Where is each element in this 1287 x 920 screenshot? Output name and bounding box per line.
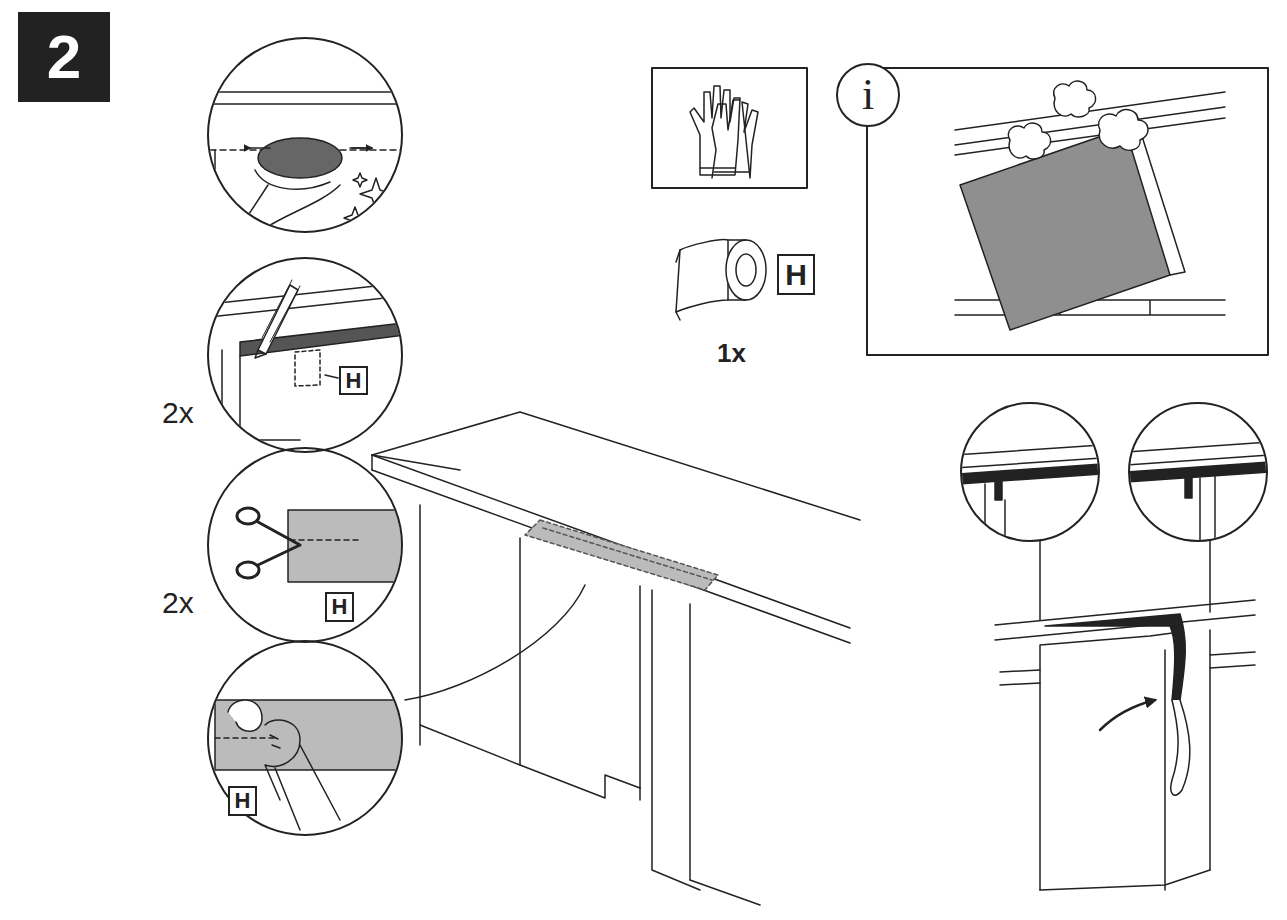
info-symbol: i (836, 63, 900, 127)
tape-application (955, 403, 1270, 890)
peel-detail (208, 641, 415, 835)
part-letter: H (339, 366, 368, 395)
mark-detail (200, 258, 412, 452)
countertop-scene (372, 412, 860, 905)
step-number: 2 (18, 12, 110, 102)
quantity-label: 2x (162, 588, 194, 618)
node-text: i (862, 73, 874, 117)
node-text: H (332, 596, 348, 618)
clean-detail (200, 38, 410, 240)
info-panel (867, 68, 1268, 355)
node-text: H (235, 790, 251, 812)
cut-detail (208, 448, 413, 642)
gloves-icon (652, 68, 807, 188)
node-text: 2 (47, 26, 81, 88)
tape-roll-icon (676, 240, 766, 320)
part-letter: H (228, 786, 257, 816)
node-text: H (346, 370, 362, 392)
quantity-label: 1x (717, 340, 746, 366)
quantity-label: 2x (162, 398, 194, 428)
node-text: H (785, 260, 807, 290)
part-letter: H (325, 592, 354, 622)
part-letter: H (777, 254, 815, 295)
